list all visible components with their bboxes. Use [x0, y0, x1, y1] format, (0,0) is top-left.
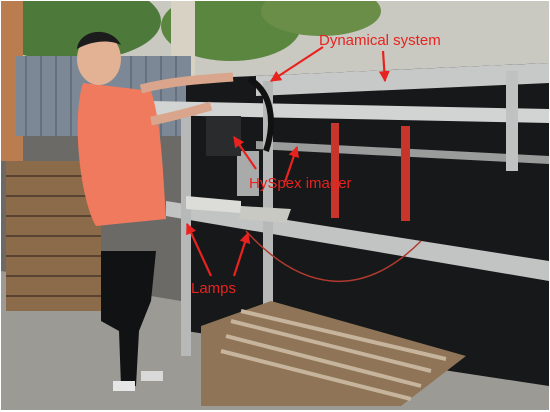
lamps-label: Lamps	[191, 280, 237, 297]
wooden-crate	[201, 301, 466, 406]
cable	[245, 230, 422, 282]
tree-right	[261, 1, 381, 36]
person	[77, 31, 234, 391]
dynamical-system-label: Dynamical system	[319, 32, 441, 49]
hyspex-imager	[206, 116, 241, 156]
tree-left	[1, 1, 161, 61]
lamp-right	[239, 206, 291, 223]
aluminum-frame	[151, 63, 549, 356]
red-straps	[331, 123, 410, 221]
imager-cable	[247, 76, 274, 152]
arrow-icon	[186, 46, 390, 277]
lamp-left	[186, 196, 241, 213]
hyspex-imager-label: HySpex imager	[249, 175, 352, 192]
